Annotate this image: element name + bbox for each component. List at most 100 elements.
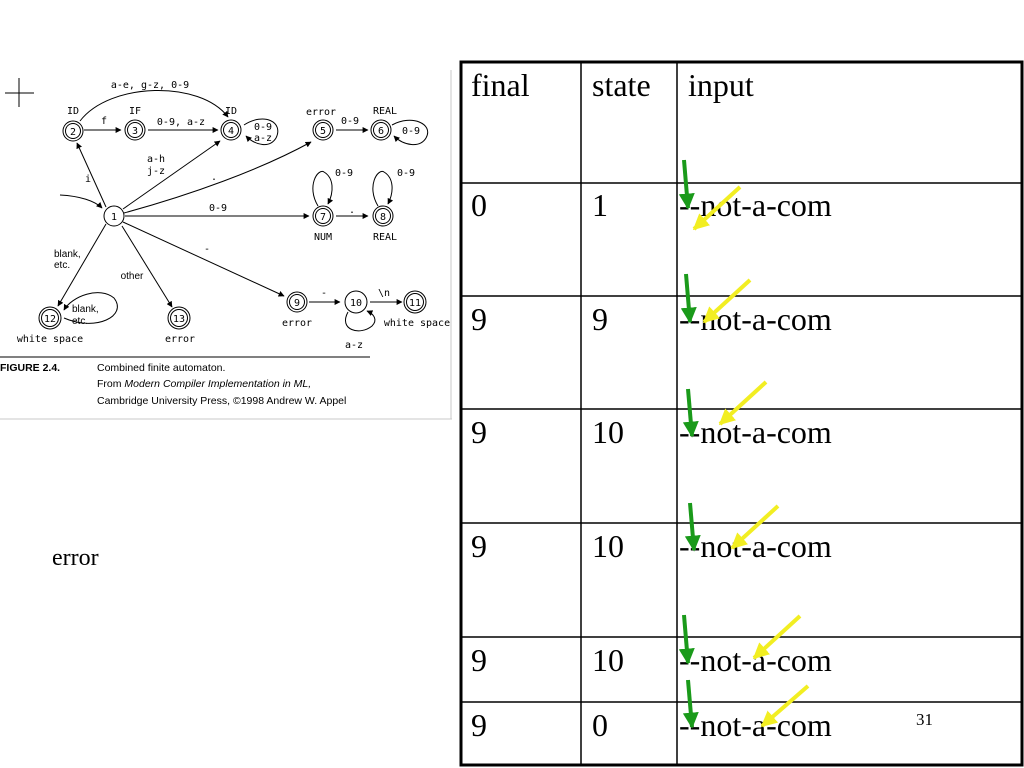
svg-text:10: 10 <box>350 298 362 309</box>
yellow-pointer-arrows <box>692 185 810 728</box>
edge-label-loop-7: 0-9 <box>335 168 353 179</box>
edge-label-loop-12-a: blank, <box>72 304 99 315</box>
edge-label-dot-7-8: . <box>349 205 355 216</box>
state-label-13: error <box>165 334 195 345</box>
green-arrow-icon <box>678 614 695 665</box>
svg-text:7: 7 <box>320 212 326 223</box>
state-label-4: ID <box>225 106 237 117</box>
figure-caption-label: FIGURE 2.4. <box>0 362 60 374</box>
edge-label-newline: \n <box>378 288 390 299</box>
state-label-12: white space <box>17 334 83 345</box>
cell-input: --not-a-com <box>679 414 832 450</box>
edge-label-i: i <box>85 174 91 185</box>
state-label-5: error <box>306 107 336 118</box>
edge-label-3-4: 0-9, a-z <box>157 117 205 128</box>
edge-label-5-6: 0-9 <box>341 116 359 127</box>
svg-text:5: 5 <box>320 126 326 137</box>
edge-label-etc: etc. <box>54 260 70 271</box>
edge-label-loop-4-a: 0-9 <box>254 122 272 133</box>
table-header-input: input <box>688 67 754 103</box>
svg-text:11: 11 <box>409 298 421 309</box>
yellow-arrow-icon <box>760 684 810 728</box>
cell-state: 0 <box>592 707 608 743</box>
figure-caption-source: From Modern Compiler Implementation in M… <box>97 378 311 390</box>
state-10: 10 <box>344 290 368 314</box>
edge-label-loop-8: 0-9 <box>397 168 415 179</box>
edge-label-dash-to-9: - <box>204 244 210 255</box>
cell-final: 9 <box>471 642 487 678</box>
state-label-6: REAL <box>373 106 397 117</box>
edge-label-f: f <box>101 116 107 127</box>
svg-text:2: 2 <box>70 127 76 138</box>
svg-text:13: 13 <box>173 314 185 325</box>
edge-label-1-7: 0-9 <box>209 203 227 214</box>
state-13: 13 <box>167 306 191 330</box>
table-row: 9 0 --not-a-com <box>471 707 832 743</box>
yellow-arrow-icon <box>730 504 780 550</box>
state-label-3: IF <box>129 106 141 117</box>
green-arrow-icon <box>680 273 697 324</box>
cell-input: --not-a-com <box>679 642 832 678</box>
table-row: 9 10 --not-a-com <box>471 528 832 564</box>
yellow-arrow-icon <box>752 614 802 660</box>
edge-label-blank: blank, <box>54 249 81 260</box>
trace-table: final state input 0 1 --not-a-com 9 9 --… <box>459 60 1024 767</box>
edge-label-ah: a-h <box>147 154 165 165</box>
cell-input: --not-a-com <box>679 707 832 743</box>
figure-caption-title: Combined finite automaton. <box>97 362 225 374</box>
state-5: 5 <box>312 119 334 141</box>
cell-final: 9 <box>471 528 487 564</box>
cell-state: 9 <box>592 301 608 337</box>
table-row: 0 1 --not-a-com <box>471 187 832 223</box>
svg-text:12: 12 <box>44 314 56 325</box>
svg-text:9: 9 <box>294 298 300 309</box>
state-7: 7 <box>312 205 334 227</box>
cell-state: 10 <box>592 528 624 564</box>
edge-label-other: other <box>121 271 144 282</box>
green-arrow-icon <box>684 502 701 552</box>
edge-label-jz: j-z <box>147 166 165 177</box>
page-number: 31 <box>916 710 933 729</box>
edge-label-loop-4-b: a-z <box>254 133 272 144</box>
state-11: 11 <box>403 290 427 314</box>
cell-state: 1 <box>592 187 608 223</box>
cell-input: --not-a-com <box>679 301 832 337</box>
svg-text:4: 4 <box>228 126 234 137</box>
state-12: 12 <box>38 306 62 330</box>
svg-text:1: 1 <box>111 212 117 223</box>
svg-text:6: 6 <box>378 126 384 137</box>
green-arrow-icon <box>682 388 699 438</box>
cell-state: 10 <box>592 414 624 450</box>
state-6: 6 <box>370 119 392 141</box>
table-header-final: final <box>471 67 530 103</box>
yellow-arrow-icon <box>702 278 752 324</box>
state-label-11: white space <box>384 318 450 329</box>
cell-final: 9 <box>471 707 487 743</box>
green-arrow-icon <box>678 159 695 210</box>
state-label-9: error <box>282 318 312 329</box>
cell-input: --not-a-com <box>679 528 832 564</box>
cell-input: --not-a-com <box>679 187 832 223</box>
state-8: 8 <box>372 205 394 227</box>
state-9: 9 <box>286 291 308 313</box>
table-row: 9 9 --not-a-com <box>471 301 832 337</box>
edge-label-dash-9-10: - <box>321 288 327 299</box>
table-header-state: state <box>592 67 651 103</box>
cell-final: 9 <box>471 414 487 450</box>
automaton-figure: 1 2 3 4 5 6 7 8 9 10 11 12 13 ID IF ID e… <box>0 70 452 420</box>
state-1: 1 <box>103 205 125 227</box>
green-arrow-icon <box>682 679 699 729</box>
side-error-text: error <box>52 545 99 571</box>
state-4: 4 <box>220 119 242 141</box>
cell-state: 10 <box>592 642 624 678</box>
state-2: 2 <box>62 120 84 142</box>
state-label-8: REAL <box>373 232 397 243</box>
crosshair-icon <box>5 78 34 107</box>
figure-caption-publisher: Cambridge University Press, ©1998 Andrew… <box>97 395 346 407</box>
cell-final: 0 <box>471 187 487 223</box>
state-label-7: NUM <box>314 232 332 243</box>
state-3: 3 <box>124 119 146 141</box>
green-pointer-arrows <box>678 159 701 729</box>
edge-label-loop-12-b: etc. <box>72 316 88 327</box>
